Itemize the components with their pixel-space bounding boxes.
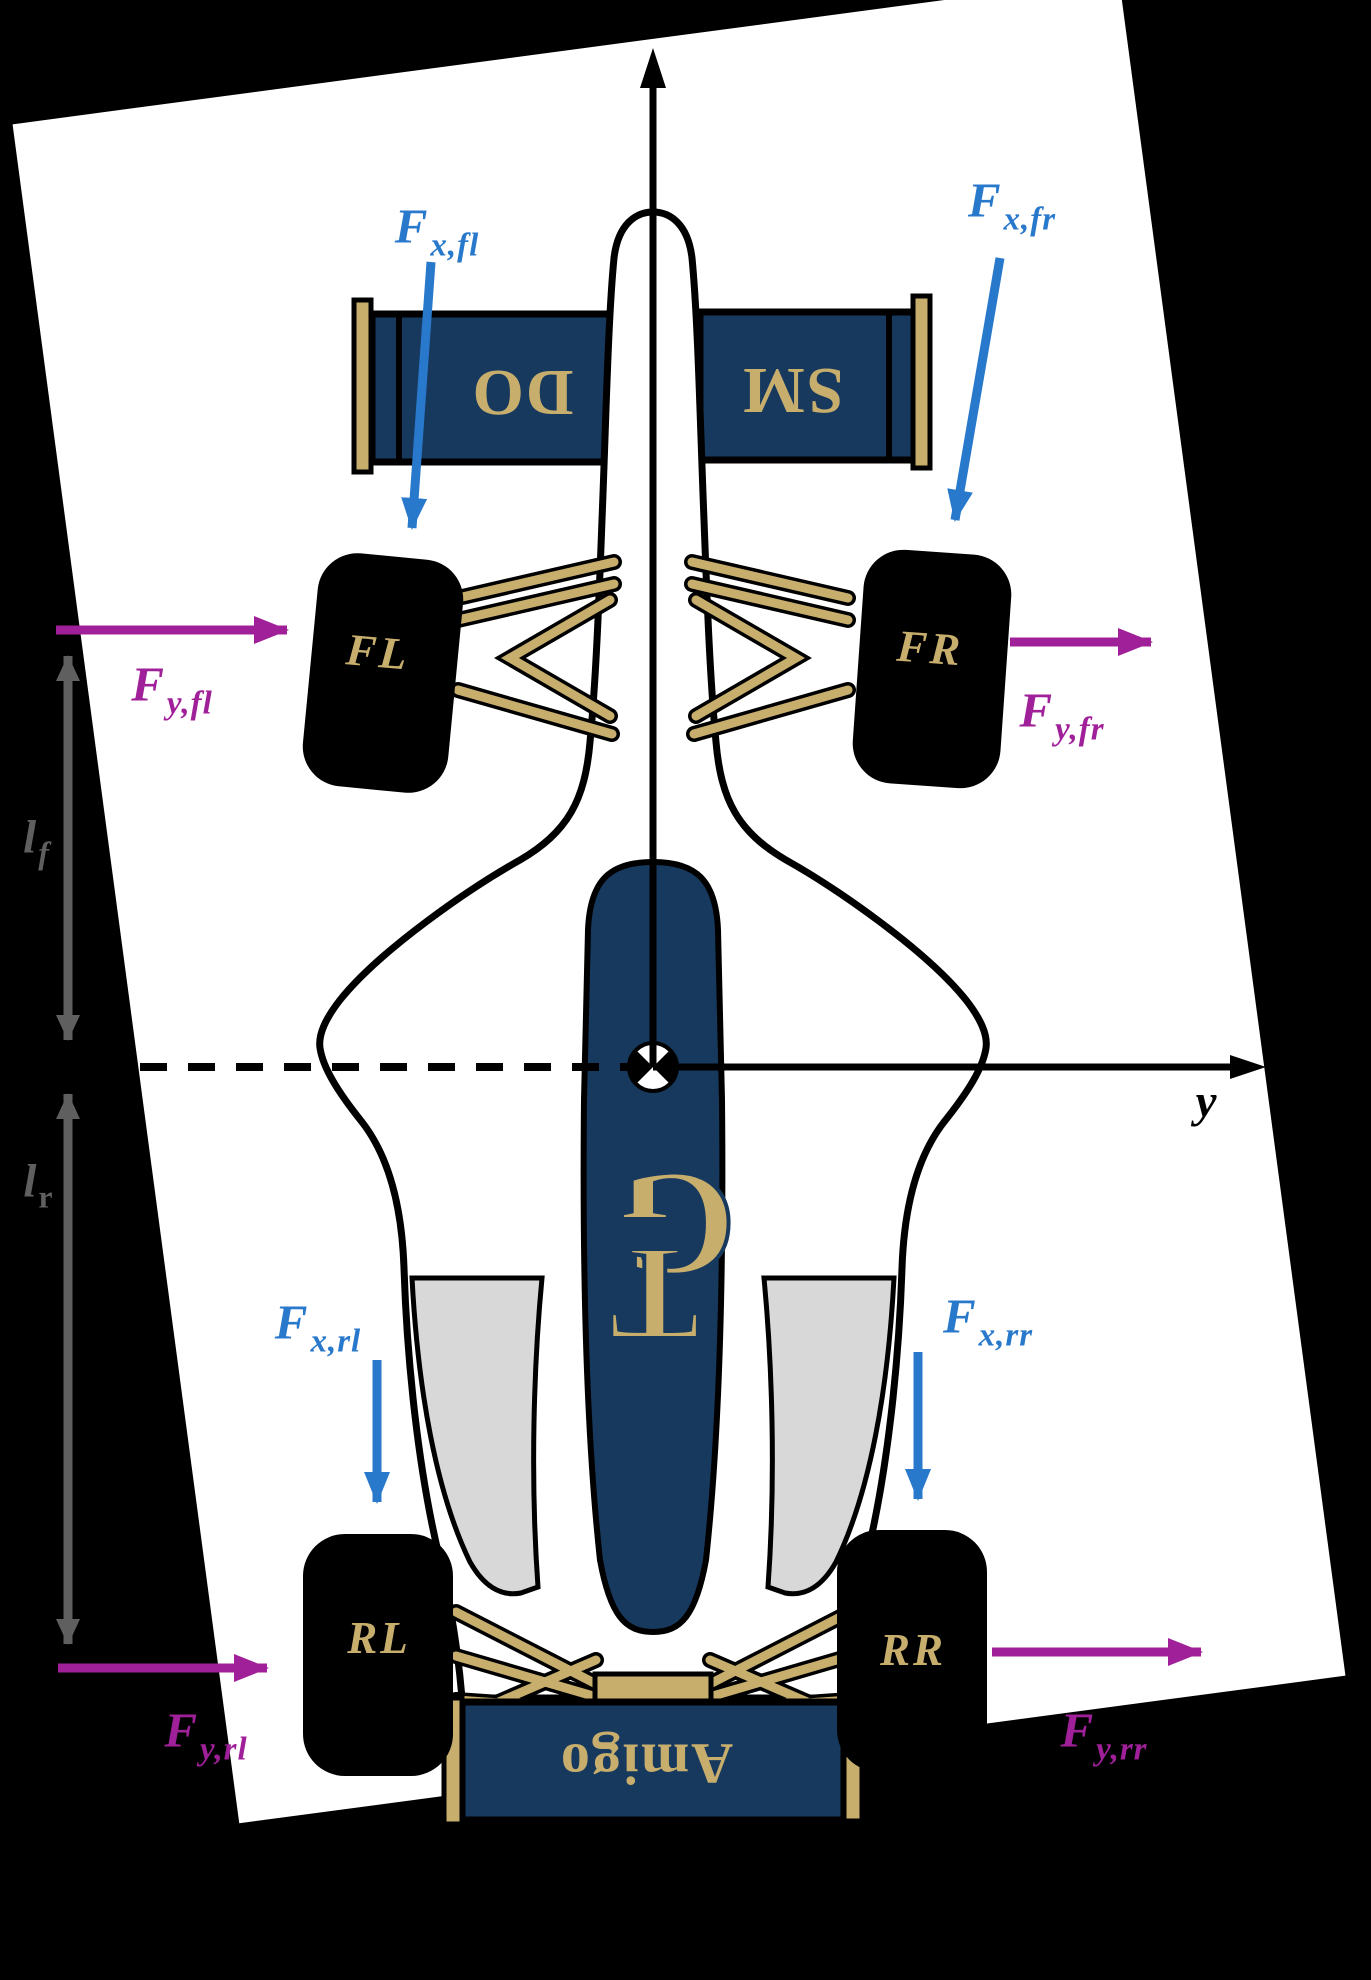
tire-label-rl: RL bbox=[347, 1613, 411, 1663]
lf-symbol: l bbox=[23, 811, 37, 864]
rear-wing-livery-text: Amigo bbox=[558, 1731, 734, 1797]
fx-rr-subscript: x,rr bbox=[978, 1317, 1034, 1354]
lr-symbol: l bbox=[23, 1155, 37, 1208]
sidepod-panel-left bbox=[409, 1275, 545, 1597]
force-label-fy-fl: Fy,fl bbox=[131, 656, 213, 721]
fx-fr-subscript: x,fr bbox=[1003, 201, 1057, 238]
fx-rr-symbol: F bbox=[942, 1288, 976, 1344]
front-wing-right-livery-text: SM bbox=[740, 354, 844, 427]
front-wing-left-endplate bbox=[351, 297, 374, 475]
fy-rl-symbol: F bbox=[164, 1702, 197, 1758]
force-arrow-fx-fr bbox=[947, 257, 1005, 522]
fy-fl-symbol: F bbox=[131, 656, 164, 712]
force-label-fy-fr: Fy,fr bbox=[1019, 682, 1104, 747]
cockpit-gt-logo: G T bbox=[576, 1139, 738, 1371]
front-wing-right-panel bbox=[696, 308, 920, 464]
fx-rl-subscript: x,rl bbox=[310, 1323, 362, 1360]
fx-rl-symbol: F bbox=[274, 1294, 308, 1350]
force-label-fx-rr: Fx,rr bbox=[942, 1288, 1033, 1353]
tire-label-rr: RR bbox=[879, 1625, 947, 1675]
rear-wing bbox=[441, 1692, 865, 1827]
suspension-front-right bbox=[684, 554, 856, 742]
force-label-fx-rl: Fx,rl bbox=[274, 1294, 361, 1359]
y-axis-arrowhead bbox=[1230, 1055, 1266, 1079]
fx-fl-subscript: x,fl bbox=[430, 227, 480, 264]
tire-rear-left bbox=[303, 1534, 453, 1776]
fy-rr-subscript: y,rr bbox=[1096, 1731, 1148, 1768]
front-wing-left-livery-text: DO bbox=[470, 356, 574, 429]
fy-fl-subscript: y,fl bbox=[166, 685, 213, 722]
force-arrow-fx-fl bbox=[401, 261, 436, 530]
cockpit-cover bbox=[580, 858, 726, 1636]
front-wing-right-endplate bbox=[910, 293, 933, 471]
fy-rl-subscript: y,rl bbox=[200, 1731, 248, 1768]
force-label-fx-fl: Fx,fl bbox=[394, 198, 480, 263]
fy-rr-symbol: F bbox=[1060, 1702, 1094, 1758]
force-label-fx-fr: Fx,fr bbox=[967, 172, 1056, 237]
fy-fr-subscript: y,fr bbox=[1055, 711, 1105, 748]
y-axis-label: y bbox=[1195, 1075, 1217, 1128]
dimension-label-lf: lf bbox=[23, 811, 49, 869]
gt-logo-letter-t: T bbox=[607, 1217, 702, 1371]
suspension-front-left bbox=[450, 554, 622, 742]
force-label-fy-rr: Fy,rr bbox=[1060, 1702, 1147, 1767]
lr-subscript: r bbox=[38, 1178, 53, 1215]
sidepod-panel-right bbox=[761, 1275, 897, 1597]
tire-label-fr: FR bbox=[895, 620, 965, 676]
tire-label-fl: FL bbox=[344, 624, 412, 680]
fy-fr-symbol: F bbox=[1019, 682, 1053, 738]
lf-subscript: f bbox=[38, 834, 49, 871]
fx-fr-symbol: F bbox=[967, 172, 1001, 228]
tire-rear-right bbox=[837, 1530, 987, 1772]
tire-front-left bbox=[302, 553, 464, 793]
dimension-label-lr: lr bbox=[23, 1155, 52, 1213]
fx-fl-symbol: F bbox=[394, 198, 428, 254]
force-label-fy-rl: Fy,rl bbox=[164, 1702, 247, 1767]
longitudinal-axis-arrowhead bbox=[640, 48, 666, 88]
tire-front-right bbox=[852, 549, 1012, 789]
